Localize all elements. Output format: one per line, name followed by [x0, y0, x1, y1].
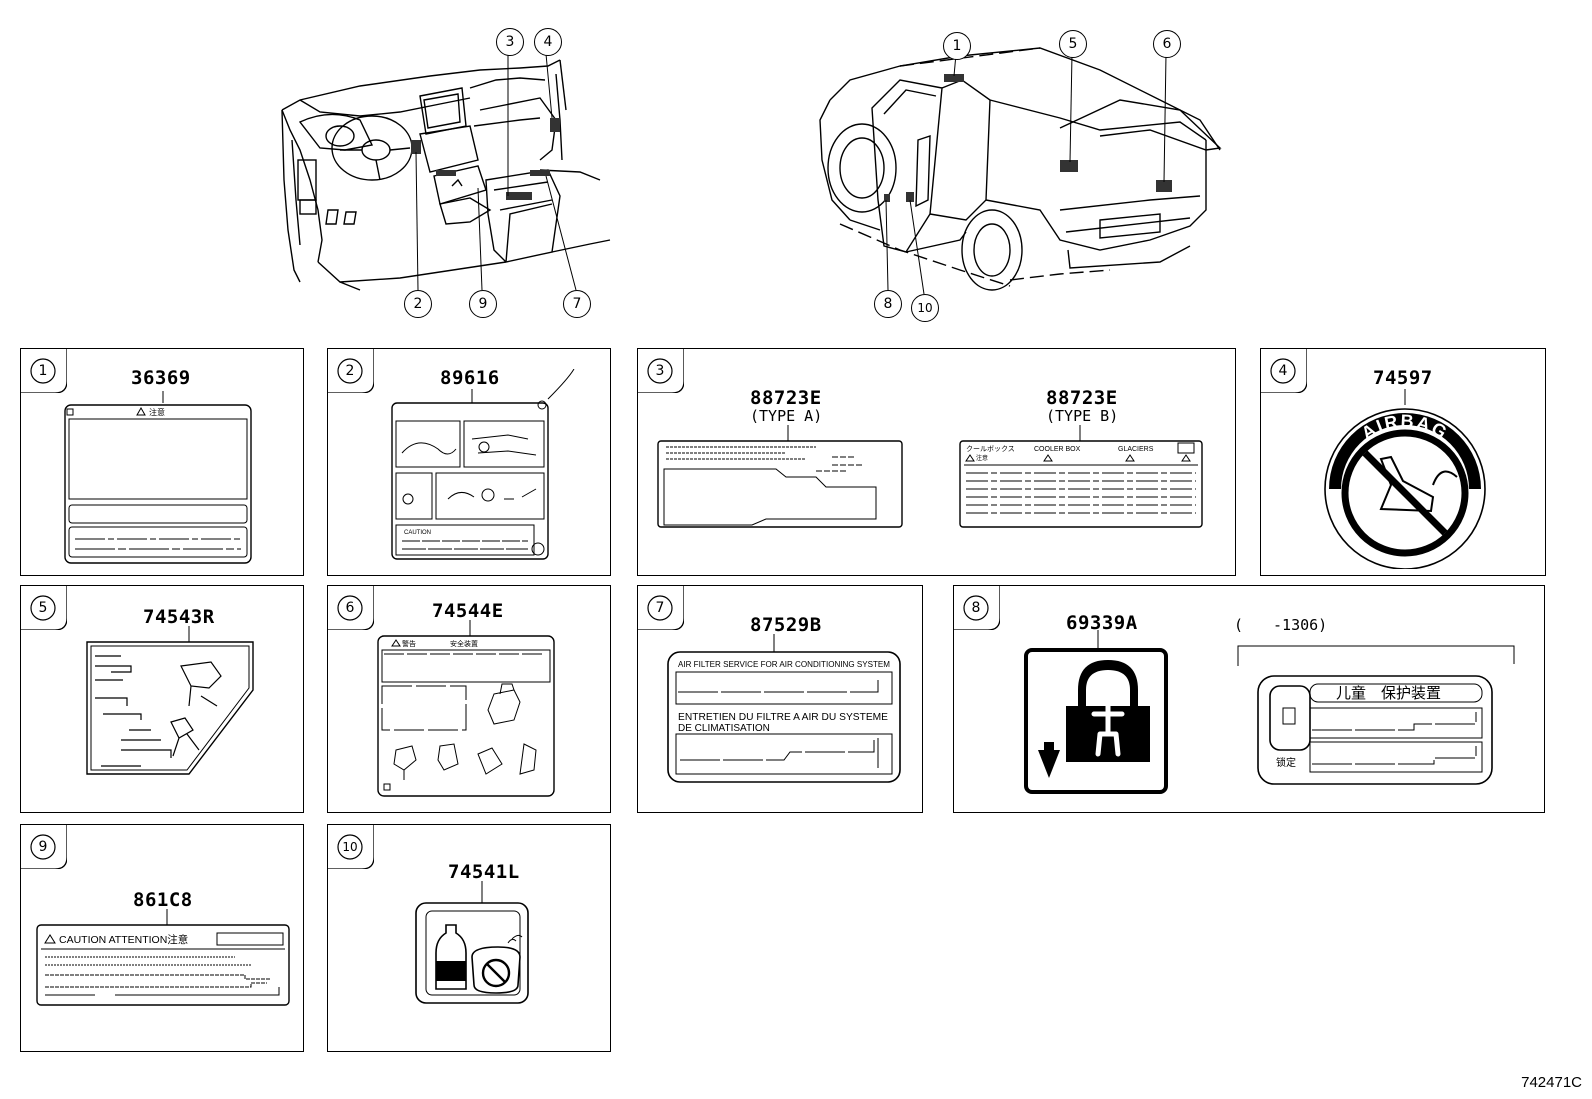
- label-panel-8: 8 69339A ( -1306) 锁定 儿童 保护装置: [953, 585, 1545, 813]
- part-number-74543R: 74543R: [143, 606, 215, 628]
- svg-text:ENTRETIEN DU FILTRE A AIR DU S: ENTRETIEN DU FILTRE A AIR DU SYSTEME: [678, 712, 888, 723]
- panel-index-8: 8: [954, 586, 1000, 630]
- svg-text:AIR FILTER SERVICE FOR AIR CON: AIR FILTER SERVICE FOR AIR CONDITIONING …: [678, 659, 890, 669]
- svg-text:安全装置: 安全装置: [450, 639, 478, 648]
- label-drawing-74541L: [415, 881, 529, 1004]
- svg-text:警告: 警告: [402, 639, 416, 648]
- vehicle-exterior-illustration: [819, 47, 1222, 295]
- callout-8: 8: [874, 290, 902, 318]
- callout-9: 9: [469, 290, 497, 318]
- svg-text:GLACIERS: GLACIERS: [1118, 446, 1154, 453]
- part-number-36369: 36369: [131, 367, 191, 389]
- panel-index-6: 6: [328, 586, 374, 630]
- callout-7: 7: [563, 290, 591, 318]
- interior-overview-illustration: [281, 53, 611, 291]
- label-drawing-74597: AIRBAG: [1324, 389, 1486, 569]
- callout-10: 10: [911, 294, 939, 322]
- part-number-69339A: 69339A: [1066, 612, 1138, 634]
- part-number-88723E-type-a: 88723E: [750, 387, 822, 409]
- svg-text:CAUTION ATTENTION注意: CAUTION ATTENTION注意: [59, 933, 188, 946]
- callout-2: 2: [404, 290, 432, 318]
- label-panel-7: 7 87529B AIR FILTER SERVICE FOR AIR COND…: [637, 585, 923, 813]
- callout-5: 5: [1059, 30, 1087, 58]
- svg-text:锁定: 锁定: [1276, 756, 1296, 769]
- variant-type-b: (TYPE B): [1046, 407, 1119, 425]
- panel-index-9: 9: [21, 825, 67, 869]
- panel-index-5: 5: [21, 586, 67, 630]
- label-panel-6: 6 74544E 警告 安全装置: [327, 585, 611, 813]
- drawing-code: 742471C: [1521, 1074, 1582, 1091]
- svg-text:COOLER BOX: COOLER BOX: [1034, 446, 1081, 453]
- label-drawing-74543R: [86, 626, 254, 775]
- label-drawing-861C8: CAUTION ATTENTION注意: [36, 909, 290, 1006]
- svg-text:注意: 注意: [976, 454, 988, 462]
- callout-3: 3: [496, 28, 524, 56]
- part-number-74544E: 74544E: [432, 600, 504, 622]
- panel-index-1: 1: [21, 349, 67, 393]
- panel-index-2: 2: [328, 349, 374, 393]
- svg-text:DE CLIMATISATION: DE CLIMATISATION: [678, 723, 770, 734]
- label-panel-5: 5 74543R: [20, 585, 304, 813]
- part-number-87529B: 87529B: [750, 614, 822, 636]
- svg-text:クールボックス: クールボックス: [966, 445, 1015, 453]
- svg-text:儿童 保护装置: 儿童 保护装置: [1336, 684, 1441, 702]
- svg-text:注意: 注意: [149, 407, 165, 417]
- callout-1: 1: [943, 32, 971, 60]
- label-drawing-69339A: 锁定 儿童 保护装置: [1024, 630, 1515, 794]
- part-number-88723E-type-b: 88723E: [1046, 387, 1118, 409]
- panel-index-3: 3: [638, 349, 684, 393]
- label-drawing-36369: 注意: [64, 391, 252, 564]
- part-number-74541L: 74541L: [448, 861, 520, 883]
- panel-index-4: 4: [1261, 349, 1307, 393]
- part-number-89616: 89616: [440, 367, 500, 389]
- panel-index-7: 7: [638, 586, 684, 630]
- label-drawing-74544E: 警告 安全装置: [377, 620, 555, 797]
- svg-text:CAUTION: CAUTION: [404, 530, 431, 536]
- label-panel-9: 9 861C8 CAUTION ATTENTION注意: [20, 824, 304, 1052]
- label-panel-2: 2 89616 CAUTION: [327, 348, 611, 576]
- applicability-range: ( -1306): [1234, 616, 1328, 634]
- label-panel-10: 10 74541L: [327, 824, 611, 1052]
- label-drawing-87529B: AIR FILTER SERVICE FOR AIR CONDITIONING …: [667, 634, 901, 783]
- variant-type-a: (TYPE A): [750, 407, 823, 425]
- callout-6: 6: [1153, 30, 1181, 58]
- part-number-74597: 74597: [1373, 367, 1433, 389]
- label-drawing-88723E: クールボックス COOLER BOX GLACIERS 注意: [657, 425, 1203, 528]
- label-panel-1: 1 36369 注意: [20, 348, 304, 576]
- label-drawing-89616: CAUTION: [391, 369, 575, 560]
- callout-4: 4: [534, 28, 562, 56]
- label-panel-4: 4 74597 AIRBAG: [1260, 348, 1546, 576]
- part-number-861C8: 861C8: [133, 889, 193, 911]
- label-panel-3: 3 88723E (TYPE A) 88723E (TYPE B) クールボック…: [637, 348, 1236, 576]
- panel-index-10: 10: [328, 825, 374, 869]
